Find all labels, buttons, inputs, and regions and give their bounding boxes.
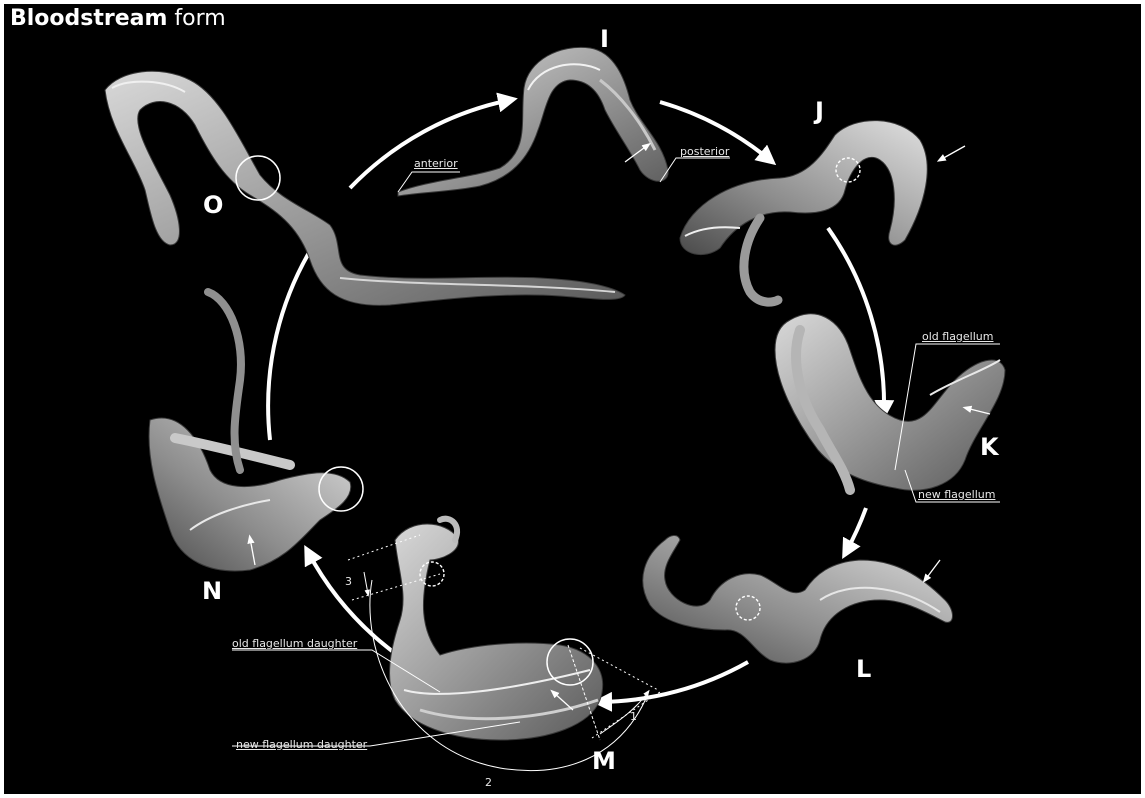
label-new-flagellum-daughter: new flagellum daughter — [236, 738, 367, 751]
label-new-flagellum: new flagellum — [918, 488, 995, 501]
figure-title-bold: Bloodstream — [10, 6, 167, 31]
stage-label-i: I — [600, 26, 609, 52]
measurement-3: 3 — [345, 576, 352, 588]
stage-label-n: N — [202, 578, 222, 604]
label-posterior: posterior — [680, 145, 729, 158]
stage-label-m: M — [592, 748, 616, 774]
stage-label-l: L — [856, 656, 871, 682]
cell-o — [105, 71, 625, 305]
figure-title: Bloodstream form — [10, 6, 226, 32]
label-anterior: anterior — [414, 157, 458, 170]
label-old-flagellum-daughter: old flagellum daughter — [232, 637, 357, 650]
stage-label-k: K — [980, 434, 999, 460]
cell-i — [398, 47, 668, 196]
cell-l — [643, 535, 953, 663]
figure-title-rest: form — [167, 6, 225, 31]
stage-label-j: J — [815, 98, 824, 124]
label-old-flagellum: old flagellum — [922, 330, 993, 343]
measurement-2: 2 — [485, 777, 492, 789]
cell-n — [149, 292, 351, 571]
stage-label-o: O — [203, 192, 223, 218]
measurement-1: 1 — [630, 711, 637, 723]
cell-m — [390, 519, 603, 740]
